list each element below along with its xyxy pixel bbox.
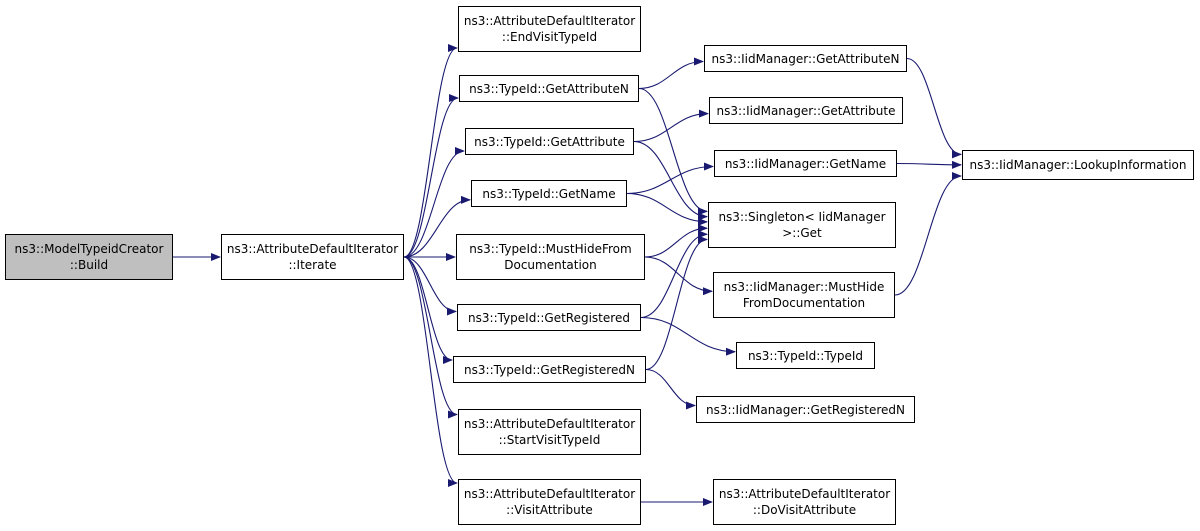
node-typeid-get-registered[interactable]: ns3::TypeId::GetRegistered	[457, 304, 641, 331]
edge-mgr_get_attribute_n-to-lookup	[906, 57, 962, 159]
edge-must_hide-to-mgr_must_hide	[644, 256, 713, 296]
edge-iterate-to-end_visit	[403, 44, 458, 258]
node-typeid-get-attribute-n[interactable]: ns3::TypeId::GetAttributeN	[459, 75, 639, 102]
edge-iterate-to-start_visit	[403, 256, 458, 419]
node-label-line1: ns3::TypeId::TypeId	[747, 348, 864, 363]
node-end-visit-typeid[interactable]: ns3::AttributeDefaultIterator ::EndVisit…	[458, 6, 641, 52]
node-label-line2: ::Iterate	[288, 258, 337, 272]
node-label-line1: ns3::TypeId::MustHideFrom	[469, 242, 632, 256]
edge-mgr_get_name-to-lookup	[896, 160, 962, 169]
node-label-line2: >::Get	[782, 226, 822, 240]
node-label-line1: ns3::AttributeDefaultIterator	[718, 487, 891, 501]
edge-get_registered-to-typeid_ctor	[640, 316, 736, 356]
edge-get_attribute_n-to-singleton_get	[638, 87, 708, 216]
node-label-line2: ::Build	[69, 258, 109, 272]
edge-get_registered-to-singleton_get	[640, 230, 708, 319]
node-label-line2: ::EndVisitTypeId	[501, 30, 598, 44]
node-label-line1: ns3::AttributeDefaultIterator	[226, 242, 399, 256]
node-label-line1: ns3::IidManager::MustHide	[723, 280, 885, 294]
node-attribute-default-iterator-iterate[interactable]: ns3::AttributeDefaultIterator ::Iterate	[221, 234, 404, 280]
node-typeid-get-attribute[interactable]: ns3::TypeId::GetAttribute	[465, 128, 634, 155]
node-label-line1: ns3::AttributeDefaultIterator	[463, 14, 636, 28]
node-label-line1: ns3::AttributeDefaultIterator	[463, 487, 636, 501]
node-label-line1: ns3::IidManager::LookupInformation	[969, 158, 1187, 172]
node-iidmanager-get-name[interactable]: ns3::IidManager::GetName	[714, 150, 897, 177]
node-label-line2: ::DoVisitAttribute	[752, 503, 857, 517]
edge-get_registered_n-to-singleton_get	[645, 235, 708, 371]
edge-get_attribute-to-mgr_get_attribute	[633, 109, 709, 143]
edge-get_name-to-mgr_get_name	[626, 162, 714, 195]
edge-get_registered_n-to-mgr_get_registered_n	[645, 368, 696, 410]
node-typeid-typeid[interactable]: ns3::TypeId::TypeId	[736, 342, 875, 369]
edge-get_attribute_n-to-mgr_get_attribute_n	[638, 57, 704, 90]
edge-iterate-to-visit_attribute	[403, 256, 458, 487]
edge-must_hide-to-singleton_get	[644, 224, 708, 258]
node-label-line1: ns3::AttributeDefaultIterator	[463, 417, 636, 431]
node-label-line1: ns3::IidManager::GetAttribute	[716, 103, 896, 118]
node-label-line1: ns3::TypeId::GetRegisteredN	[464, 362, 635, 377]
edge-iterate-to-get_attribute	[403, 147, 465, 258]
node-label-line1: ns3::TypeId::GetAttribute	[474, 134, 625, 149]
node-label-line1: ns3::Singleton< IidManager	[718, 210, 886, 224]
edge-get_name-to-singleton_get	[626, 192, 708, 226]
edge-iterate-to-get_registered	[403, 256, 457, 316]
node-label-line2: Documentation	[504, 258, 597, 272]
node-label-line2: ::VisitAttribute	[506, 503, 593, 517]
node-iidmanager-lookup-information[interactable]: ns3::IidManager::LookupInformation	[962, 150, 1194, 180]
edge-get_attribute-to-singleton_get	[633, 140, 708, 221]
node-typeid-get-name[interactable]: ns3::TypeId::GetName	[471, 180, 627, 207]
node-visit-attribute[interactable]: ns3::AttributeDefaultIterator ::VisitAtt…	[458, 479, 641, 525]
edge-iterate-to-get_attribute_n	[403, 94, 459, 258]
node-iidmanager-get-attribute[interactable]: ns3::IidManager::GetAttribute	[709, 97, 903, 124]
node-iidmanager-get-attribute-n[interactable]: ns3::IidManager::GetAttributeN	[704, 45, 907, 72]
node-iidmanager-get-registered-n[interactable]: ns3::IidManager::GetRegisteredN	[696, 396, 915, 423]
node-singleton-iidmanager-get[interactable]: ns3::Singleton< IidManager >::Get	[708, 202, 896, 248]
node-label-line2: ::StartVisitTypeId	[498, 433, 601, 447]
node-label-line1: ns3::IidManager::GetRegisteredN	[705, 402, 906, 417]
node-typeid-must-hide-from-documentation[interactable]: ns3::TypeId::MustHideFrom Documentation	[456, 234, 645, 280]
node-label-line2: FromDocumentation	[742, 296, 866, 310]
node-model-typeid-creator-build: ns3::ModelTypeidCreator ::Build	[5, 234, 173, 280]
node-typeid-get-registered-n[interactable]: ns3::TypeId::GetRegisteredN	[453, 356, 646, 383]
node-label-line1: ns3::TypeId::GetName	[482, 186, 616, 201]
node-label-line1: ns3::IidManager::GetAttributeN	[711, 51, 900, 66]
node-label-line1: ns3::ModelTypeidCreator	[14, 242, 164, 256]
node-iidmanager-must-hide-from-documentation[interactable]: ns3::IidManager::MustHide FromDocumentat…	[713, 272, 895, 318]
node-start-visit-typeid[interactable]: ns3::AttributeDefaultIterator ::StartVis…	[458, 409, 641, 455]
node-label-line1: ns3::TypeId::GetAttributeN	[469, 81, 629, 96]
edge-iterate-to-get_registered_n	[403, 256, 453, 364]
edge-mgr_must_hide-to-lookup	[894, 172, 962, 296]
node-label-line1: ns3::TypeId::GetRegistered	[468, 310, 630, 325]
node-label-line1: ns3::IidManager::GetName	[724, 156, 887, 171]
edge-iterate-to-get_name	[403, 195, 471, 258]
node-do-visit-attribute[interactable]: ns3::AttributeDefaultIterator ::DoVisitA…	[713, 479, 896, 525]
